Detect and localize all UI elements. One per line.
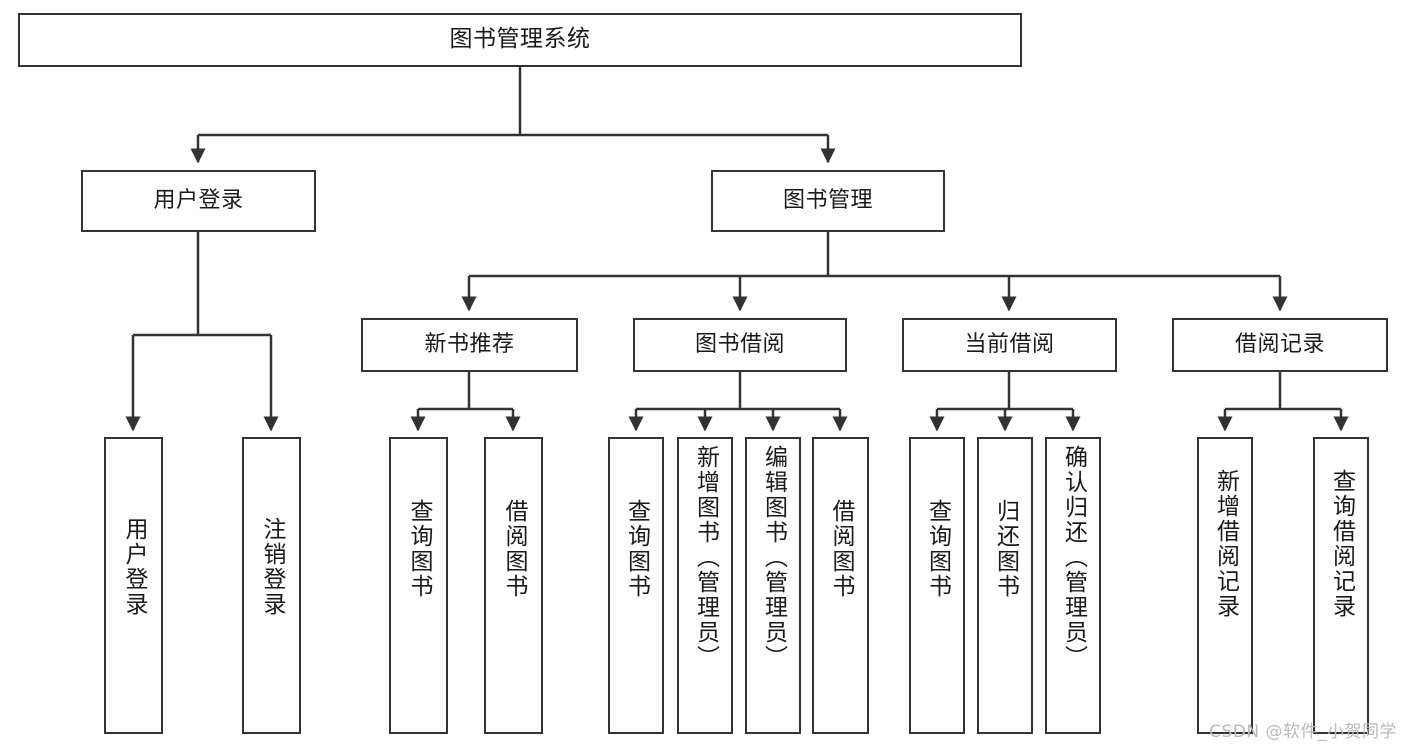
node-leaf-return-book[interactable]: 归还图书 [977,437,1033,734]
node-root-label: 图书管理系统 [449,26,591,53]
node-borrow-record-label: 借阅记录 [1234,332,1325,358]
node-borrow-record[interactable]: 借阅记录 [1172,318,1388,372]
node-current-borrow[interactable]: 当前借阅 [902,318,1117,372]
node-leaf-confirm-return[interactable]: 确认归还（管理员） [1045,437,1101,734]
node-leaf-query-book-cur-label: 查询图书 [924,499,951,599]
node-leaf-query-book-borrow[interactable]: 查询图书 [608,437,664,734]
node-leaf-borrow-book-rec[interactable]: 借阅图书 [484,437,543,734]
node-book-manage-label: 图书管理 [782,188,873,214]
node-leaf-borrow-book-label: 借阅图书 [828,499,854,599]
node-new-book-rec[interactable]: 新书推荐 [361,318,578,372]
node-leaf-query-book-cur[interactable]: 查询图书 [909,437,965,734]
node-book-manage[interactable]: 图书管理 [711,170,945,232]
node-leaf-add-record-label: 新增借阅记录 [1212,469,1239,619]
node-leaf-user-login-label: 用户登录 [121,517,147,617]
node-leaf-logout-label: 注销登录 [259,517,285,617]
node-leaf-borrow-book-rec-label: 借阅图书 [501,499,527,599]
node-leaf-confirm-return-label: 确认归还（管理员） [1060,445,1087,670]
node-new-book-rec-label: 新书推荐 [424,332,515,358]
node-leaf-borrow-book[interactable]: 借阅图书 [812,437,869,734]
node-leaf-edit-book-label: 编辑图书（管理员） [760,445,787,670]
node-root[interactable]: 图书管理系统 [18,13,1022,67]
node-book-borrow-label: 图书借阅 [694,332,785,358]
node-leaf-query-record-label: 查询借阅记录 [1328,469,1355,619]
node-leaf-query-book-borrow-label: 查询图书 [623,499,650,599]
node-leaf-edit-book[interactable]: 编辑图书（管理员） [745,437,801,734]
csdn-watermark: CSDN @软件_小贺同学 [1209,722,1397,742]
node-leaf-query-book-rec-label: 查询图书 [406,499,432,599]
node-leaf-add-book-label: 新增图书（管理员） [692,445,719,670]
node-user-login[interactable]: 用户登录 [81,170,316,232]
node-leaf-user-login[interactable]: 用户登录 [104,437,163,734]
node-book-borrow[interactable]: 图书借阅 [633,318,847,372]
node-leaf-add-record[interactable]: 新增借阅记录 [1197,437,1253,734]
node-leaf-query-book-rec[interactable]: 查询图书 [389,437,448,734]
node-user-login-label: 用户登录 [153,188,244,214]
node-leaf-add-book[interactable]: 新增图书（管理员） [677,437,733,734]
node-current-borrow-label: 当前借阅 [964,332,1055,358]
node-leaf-logout[interactable]: 注销登录 [242,437,301,734]
node-leaf-query-record[interactable]: 查询借阅记录 [1313,437,1369,734]
node-leaf-return-book-label: 归还图书 [992,499,1019,599]
